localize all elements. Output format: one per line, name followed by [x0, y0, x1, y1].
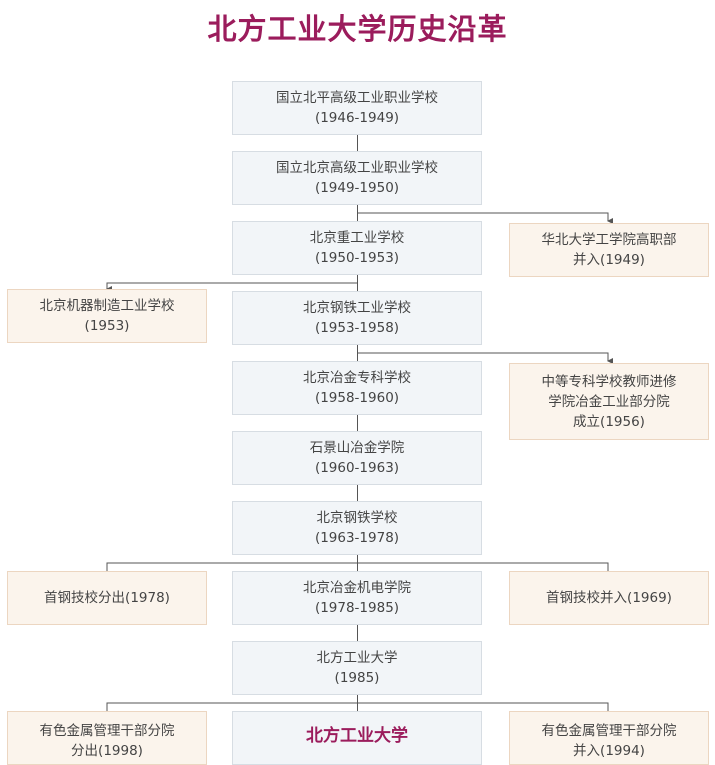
side-node-huabei: 华北大学工学院高职部 并入(1949): [509, 223, 709, 277]
node-name: 北京重工业学校: [309, 230, 405, 246]
main-node-1958: 北京冶金专科学校 (1958-1960): [232, 361, 482, 415]
node-years: (1963-1978): [314, 530, 400, 546]
node-years: (1953-1958): [314, 320, 400, 336]
node-name: 北京冶金专科学校: [303, 370, 411, 386]
node-name: 石景山冶金学院: [309, 440, 405, 456]
main-node-1960: 石景山冶金学院 (1960-1963): [232, 431, 482, 485]
side-line-2: (1953): [84, 318, 130, 334]
node-name: 北京钢铁工业学校: [303, 300, 411, 316]
side-line-1: 首钢技校并入(1969): [546, 590, 672, 606]
side-line-2: 并入(1949): [573, 252, 645, 268]
node-years: (1958-1960): [314, 390, 400, 406]
side-node-jinxiu: 中等专科学校教师进修 学院冶金工业部分院 成立(1956): [509, 363, 709, 440]
node-name: 北京钢铁学校: [316, 510, 398, 526]
side-line-1: 首钢技校分出(1978): [44, 590, 170, 606]
node-name: 北方工业大学: [306, 726, 408, 746]
main-node-1950: 北京重工业学校 (1950-1953): [232, 221, 482, 275]
side-node-youse-in: 有色金属管理干部分院 并入(1994): [509, 711, 709, 765]
node-years: (1985): [334, 670, 380, 686]
side-line-1: 北京机器制造工业学校: [39, 298, 175, 314]
node-years: (1960-1963): [314, 460, 400, 476]
node-name: 北京冶金机电学院: [303, 580, 411, 596]
side-line-1: 有色金属管理干部分院: [541, 723, 677, 739]
node-name: 北方工业大学: [316, 650, 398, 666]
main-node-1978: 北京冶金机电学院 (1978-1985): [232, 571, 482, 625]
side-node-shougang-in: 首钢技校并入(1969): [509, 571, 709, 625]
node-years: (1978-1985): [314, 600, 400, 616]
side-line-2: 分出(1998): [71, 743, 143, 759]
node-years: (1949-1950): [314, 180, 400, 196]
side-line-2: 学院冶金工业部分院: [548, 393, 670, 410]
side-node-shougang-out: 首钢技校分出(1978): [7, 571, 207, 625]
node-name: 国立北平高级工业职业学校: [276, 90, 438, 106]
side-line-1: 华北大学工学院高职部: [541, 232, 677, 248]
node-name: 国立北京高级工业职业学校: [276, 160, 438, 176]
main-node-1953: 北京钢铁工业学校 (1953-1958): [232, 291, 482, 345]
page-title: 北方工业大学历史沿革: [207, 12, 508, 46]
side-line-2: 并入(1994): [573, 743, 645, 759]
side-line-1: 有色金属管理干部分院: [39, 723, 175, 739]
node-years: (1950-1953): [314, 250, 400, 266]
side-node-youse-out: 有色金属管理干部分院 分出(1998): [7, 711, 207, 765]
main-node-1963: 北京钢铁学校 (1963-1978): [232, 501, 482, 555]
side-line-1: 中等专科学校教师进修: [541, 373, 677, 390]
main-node-1946: 国立北平高级工业职业学校 (1946-1949): [232, 81, 482, 135]
side-line-3: 成立(1956): [573, 413, 645, 430]
main-node-current: 北方工业大学: [232, 711, 482, 765]
main-node-1949: 国立北京高级工业职业学校 (1949-1950): [232, 151, 482, 205]
side-node-jiqi: 北京机器制造工业学校 (1953): [7, 289, 207, 343]
node-years: (1946-1949): [314, 110, 400, 126]
main-node-1985: 北方工业大学 (1985): [232, 641, 482, 695]
